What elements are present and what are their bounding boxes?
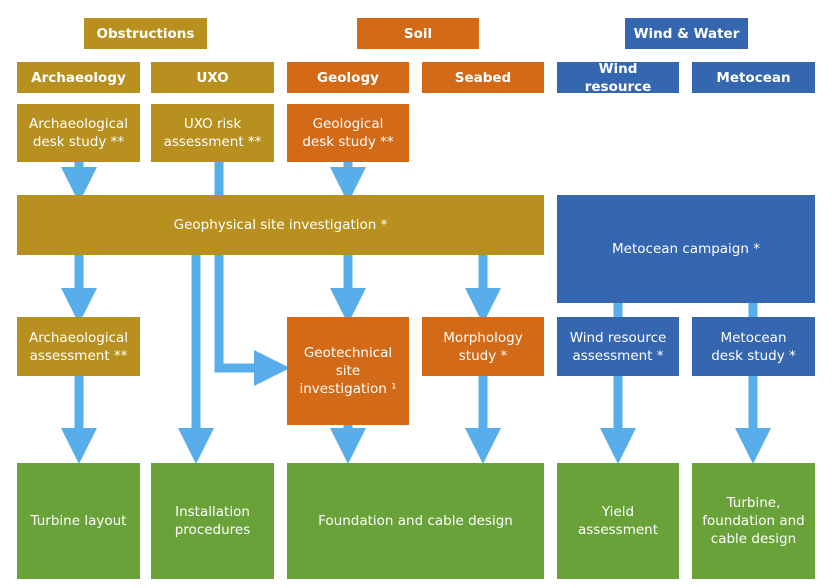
category-geology: Geology (287, 62, 409, 93)
uxo-risk-assessment: UXO risk assessment ** (151, 104, 274, 162)
category-wind-resource: Wind resource (557, 61, 679, 95)
category-uxo: UXO (151, 62, 274, 93)
group-soil: Soil (357, 18, 479, 49)
metocean-campaign: Metocean campaign * (557, 195, 815, 303)
outcome-foundation-cable-design: Foundation and cable design (287, 463, 544, 579)
geological-desk-study: Geological desk study ** (287, 104, 409, 162)
outcome-yield-assessment: Yield assessment (557, 463, 679, 579)
outcome-turbine-foundation-cable-design: Turbine, foundation and cable design (692, 463, 815, 579)
archaeological-desk-study: Archaeological desk study ** (17, 104, 140, 162)
outcome-turbine-layout: Turbine layout (17, 463, 140, 579)
morphology-study: Morphology study * (422, 317, 544, 376)
outcome-installation-procedures: Installation procedures (151, 463, 274, 579)
wind-resource-assessment: Wind resource assessment * (557, 317, 679, 376)
category-seabed: Seabed (422, 62, 544, 93)
geophysical-site-investigation: Geophysical site investigation * (17, 195, 544, 255)
archaeological-assessment: Archaeological assessment ** (17, 317, 140, 376)
group-wind-water: Wind & Water (625, 18, 748, 49)
group-obstructions: Obstructions (84, 18, 207, 49)
geotechnical-site-investigation: Geotechnical site investigation ¹ (287, 317, 409, 425)
category-metocean: Metocean (692, 62, 815, 93)
metocean-desk-study: Metocean desk study * (692, 317, 815, 376)
category-archaeology: Archaeology (17, 62, 140, 93)
